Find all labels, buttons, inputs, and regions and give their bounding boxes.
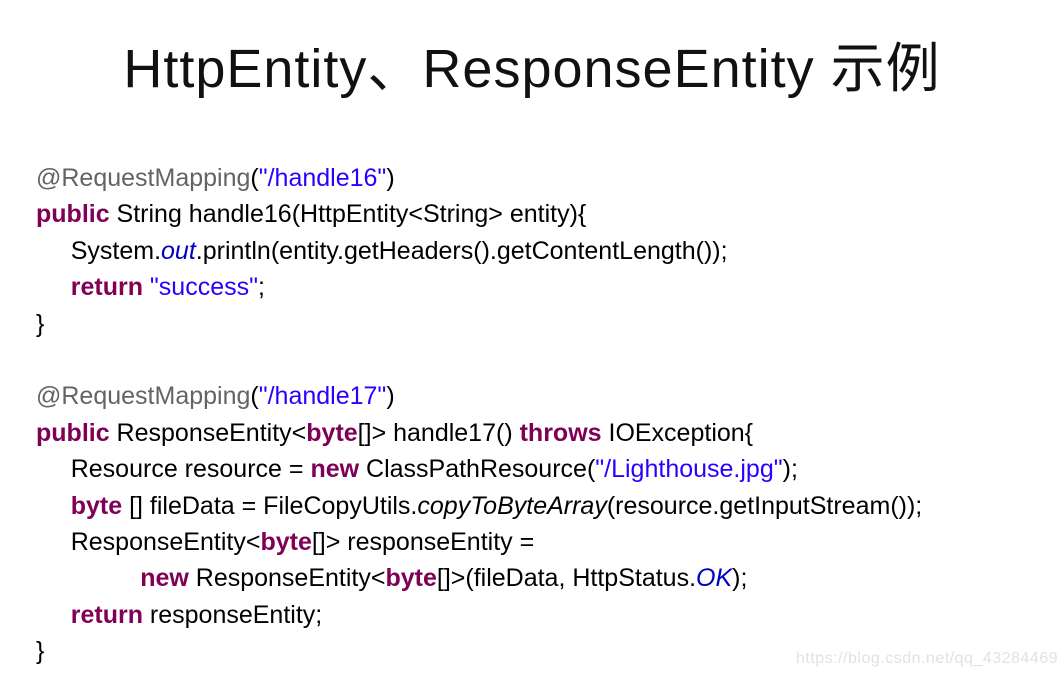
code-segment-plain: .println(entity.getHeaders().getContentL…	[195, 236, 728, 265]
code-segment-plain: String handle16(HttpEntity<String> entit…	[109, 200, 587, 229]
code-segment-keyword: public	[36, 200, 110, 229]
code-line: new ResponseEntity<byte[]>(fileData, Htt…	[36, 560, 1064, 596]
code-segment-keyword: byte	[306, 418, 358, 447]
code-line: return responseEntity;	[36, 597, 1064, 633]
code-segment-plain: (	[250, 382, 259, 411]
code-line: }	[36, 306, 1064, 342]
code-segment-plain: ;	[257, 273, 265, 302]
code-segment-static_field: out	[161, 236, 196, 265]
code-block: @RequestMapping("/handle16")public Strin…	[36, 160, 1064, 669]
code-segment-plain: Resource resource =	[36, 455, 311, 484]
code-segment-keyword: return	[70, 273, 143, 302]
code-segment-keyword: byte	[385, 564, 437, 593]
code-line: public ResponseEntity<byte[]> handle17()…	[36, 415, 1064, 451]
code-segment-plain	[36, 564, 140, 592]
code-segment-keyword: new	[310, 455, 360, 484]
code-segment-keyword: byte	[260, 527, 312, 556]
code-segment-plain	[36, 601, 71, 629]
code-segment-plain: )	[386, 382, 395, 411]
code-line: byte [] fileData = FileCopyUtils.copyToB…	[36, 488, 1064, 524]
code-line: System.out.println(entity.getHeaders().g…	[36, 233, 1064, 269]
code-segment-keyword: return	[70, 600, 143, 629]
code-segment-string: "success"	[149, 273, 258, 302]
page-title: HttpEntity、ResponseEntity 示例	[123, 39, 941, 99]
code-segment-annotation: @RequestMapping	[36, 164, 251, 192]
code-segment-keyword: throws	[519, 418, 602, 447]
code-segment-keyword: new	[140, 564, 189, 593]
watermark-url: https://blog.csdn.net/qq_43284469	[795, 650, 1058, 667]
code-segment-string: "/handle17"	[258, 382, 387, 411]
code-segment-plain: ResponseEntity<	[188, 564, 386, 593]
code-segment-plain: );	[732, 564, 748, 593]
code-line: @RequestMapping("/handle17")	[36, 378, 1064, 414]
code-line: public String handle16(HttpEntity<String…	[36, 196, 1064, 232]
code-segment-plain: [] fileData = FileCopyUtils.	[122, 491, 418, 520]
code-segment-plain: }	[36, 309, 45, 338]
code-segment-plain: ClassPathResource(	[359, 455, 596, 484]
code-segment-plain: []> handle17()	[357, 418, 520, 447]
code-segment-plain: (	[250, 164, 259, 192]
code-line: return "success";	[36, 269, 1064, 305]
code-segment-plain: (resource.getInputStream());	[606, 491, 923, 520]
code-line	[36, 342, 1064, 378]
code-segment-plain: ResponseEntity<	[36, 527, 261, 556]
code-line: }	[36, 633, 1064, 669]
code-line: ResponseEntity<byte[]> responseEntity =	[36, 524, 1064, 560]
code-segment-annotation: @RequestMapping	[36, 382, 251, 411]
code-segment-plain: ResponseEntity<	[109, 418, 307, 447]
code-segment-static_field: OK	[696, 564, 733, 593]
code-segment-plain: []>(fileData, HttpStatus.	[436, 564, 697, 593]
code-segment-plain: []> responseEntity =	[311, 527, 535, 556]
code-segment-plain: )	[386, 164, 395, 192]
code-segment-string: "/handle16"	[258, 164, 387, 192]
code-segment-keyword: public	[36, 418, 110, 447]
code-segment-keyword: byte	[70, 491, 123, 520]
code-line: @RequestMapping("/handle16")	[36, 160, 1064, 196]
code-segment-string: "/Lighthouse.jpg"	[595, 455, 783, 484]
code-line: Resource resource = new ClassPathResourc…	[36, 451, 1064, 487]
code-segment-plain: }	[36, 637, 45, 666]
code-segment-static_method: copyToByteArray	[417, 491, 607, 520]
code-segment-plain	[36, 273, 71, 301]
code-segment-plain: );	[782, 455, 798, 484]
code-segment-plain	[143, 273, 150, 301]
code-segment-plain	[36, 492, 71, 520]
code-segment-plain: IOException{	[601, 418, 754, 447]
code-segment-plain: responseEntity;	[142, 600, 323, 629]
code-segment-plain: System.	[36, 236, 162, 265]
